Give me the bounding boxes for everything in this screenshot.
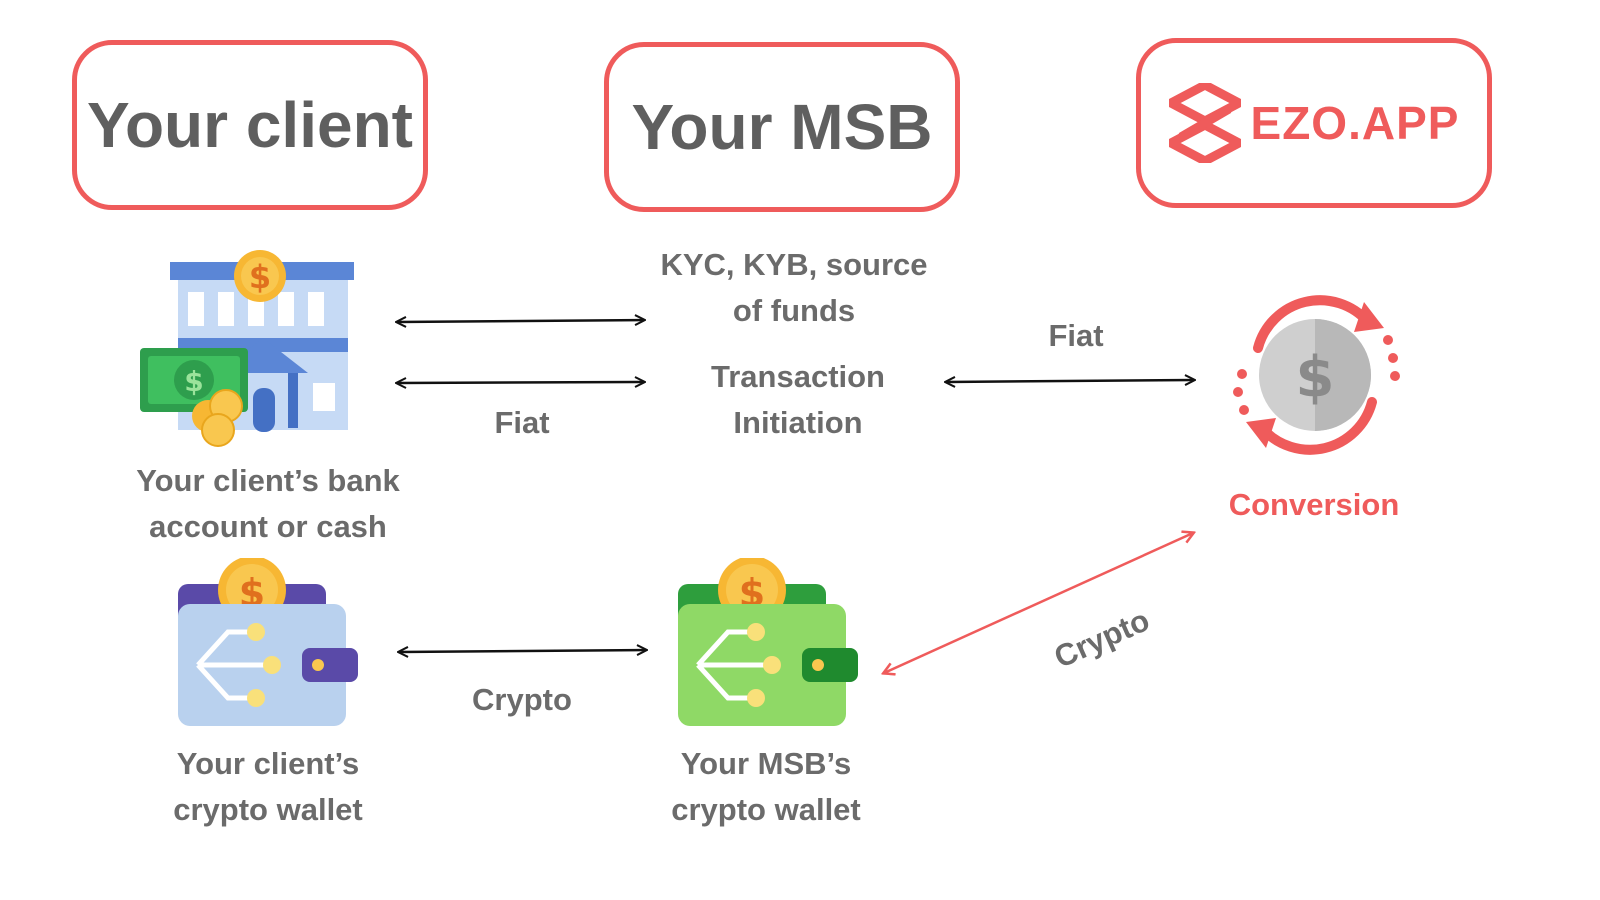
client-wallet-label-line2: crypto wallet: [173, 792, 363, 827]
arrow-crypto-right: [884, 533, 1193, 673]
ezo-logo-text: EZO.APP: [1250, 97, 1460, 149]
arrow-fiat-left: [397, 382, 644, 383]
kyc-label: KYC, KYB, source of funds: [644, 242, 944, 334]
arrow-fiat-right: [946, 380, 1194, 382]
msb-box: Your MSB: [604, 42, 960, 212]
ezo-logo: EZO.APP: [1168, 83, 1460, 163]
bank-label-line1: Your client’s bank: [136, 463, 400, 498]
fiat-right-label: Fiat: [1048, 318, 1104, 353]
transaction-label-line2: Initiation: [733, 405, 863, 440]
msb-wallet-label-line2: crypto wallet: [671, 792, 861, 827]
bank-account-label: Your client’s bank account or cash: [118, 458, 418, 550]
kyc-label-line1: KYC, KYB, source: [660, 247, 928, 282]
client-wallet-label: Your client’s crypto wallet: [118, 741, 418, 833]
currency-conversion-icon: $: [1233, 295, 1400, 455]
svg-text:$: $: [184, 365, 203, 398]
msb-wallet-label-line1: Your MSB’s: [680, 746, 852, 781]
transaction-initiation-label: Transaction Initiation: [648, 354, 948, 446]
conversion-label: Conversion: [1228, 487, 1400, 522]
client-box: Your client: [72, 40, 428, 210]
blue-crypto-wallet-icon: $: [178, 558, 358, 726]
svg-text:$: $: [1296, 345, 1335, 410]
arrow-kyc: [397, 320, 644, 322]
arrow-crypto-left: [399, 650, 646, 652]
ezo-box: EZO.APP: [1136, 38, 1492, 208]
transaction-label-line1: Transaction: [711, 359, 885, 394]
bank-label-line2: account or cash: [149, 509, 387, 544]
green-crypto-wallet-icon: $: [678, 558, 858, 726]
ezo-logo-icon: [1168, 83, 1241, 163]
client-wallet-label-line1: Your client’s: [176, 746, 360, 781]
svg-text:$: $: [249, 258, 271, 296]
client-box-title: Your client: [87, 89, 413, 161]
crypto-left-label: Crypto: [472, 682, 572, 717]
kyc-label-line2: of funds: [732, 293, 856, 328]
msb-wallet-label: Your MSB’s crypto wallet: [616, 741, 916, 833]
msb-box-title: Your MSB: [631, 91, 933, 163]
bank-with-cash-icon: $ $: [140, 250, 354, 447]
fiat-left-label: Fiat: [494, 405, 550, 440]
